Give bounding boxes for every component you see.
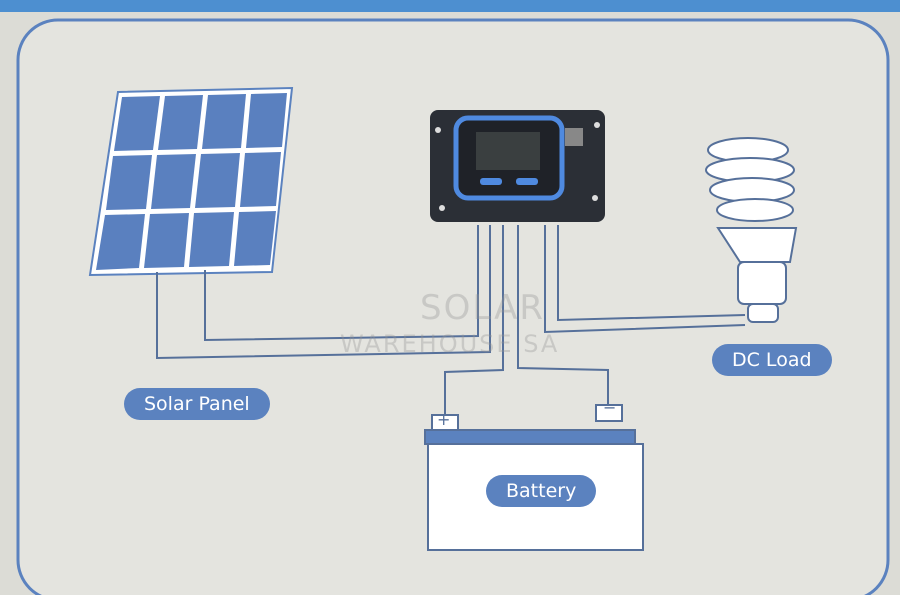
dc-load-label: DC Load	[712, 344, 832, 376]
charge-controller-icon	[430, 110, 605, 222]
solar-wire-positive	[204, 225, 479, 342]
solar-panel-label: Solar Panel	[124, 388, 270, 420]
watermark-solar: SOLAR	[420, 288, 545, 328]
load-wire-1	[544, 225, 746, 334]
battery-wire-negative	[517, 225, 609, 410]
battery-positive-terminal: +	[437, 410, 451, 429]
solar-panel-icon	[88, 86, 294, 277]
battery-label: Battery	[486, 475, 597, 507]
battery-wire-positive	[444, 225, 504, 415]
watermark-warehouse: WAREHOUSE SA	[340, 330, 560, 358]
wiring	[156, 225, 746, 415]
light-bulb-icon	[705, 137, 798, 323]
solar-wire-negative	[156, 225, 491, 360]
load-wire-2	[557, 225, 746, 322]
top-band	[0, 0, 900, 12]
battery-negative-terminal: −	[603, 398, 617, 417]
